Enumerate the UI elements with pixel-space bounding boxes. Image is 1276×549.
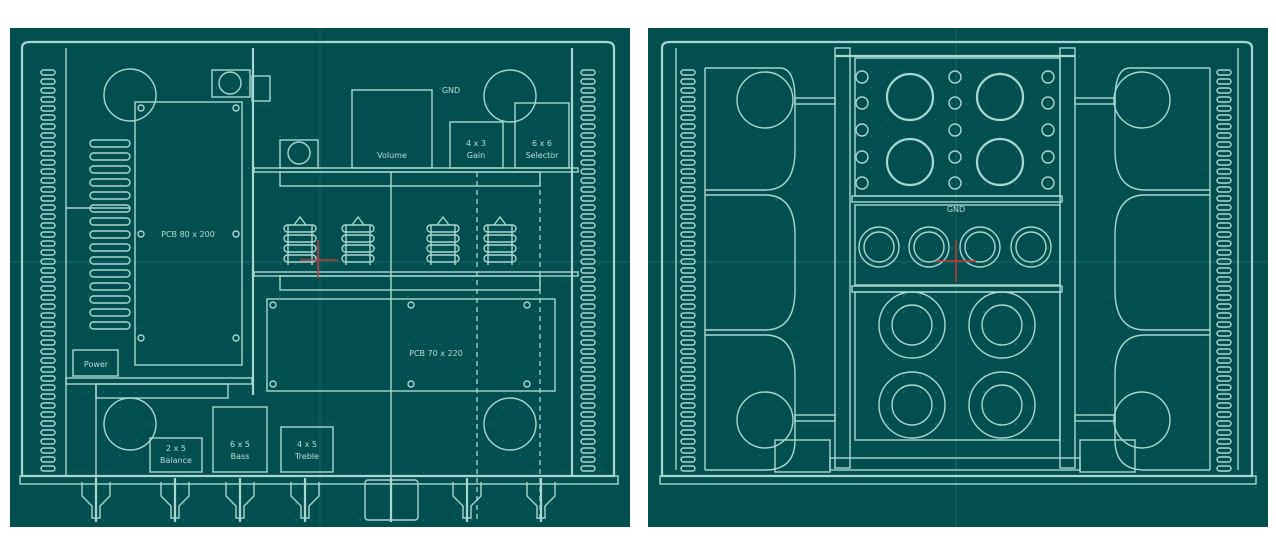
mounting-hole: [855, 176, 869, 190]
treble-label: Treble: [294, 452, 319, 461]
mounting-hole: [948, 176, 962, 190]
selector-label: Selector: [526, 151, 560, 160]
mounting-hole: [948, 150, 962, 164]
power-label: Power: [84, 360, 109, 369]
power-tube-panel: [854, 291, 1061, 441]
transformer-bottom-right: [483, 397, 537, 451]
pcb-left-label: PCB 80 x 200: [161, 230, 215, 239]
front-knobs: [80, 476, 557, 524]
gnd-label-right: GND: [947, 205, 965, 214]
small-tube-panel: GND: [854, 204, 1061, 286]
gain-label: Gain: [467, 151, 485, 160]
pcb-right-label: PCB 70 x 220: [409, 349, 463, 358]
transformer-top-left: [103, 68, 157, 122]
pcb-70x220: [266, 298, 556, 392]
treble-pot: [280, 426, 334, 473]
balance-label: Balance: [160, 456, 192, 465]
mounting-hole: [948, 70, 962, 84]
mounting-hole: [855, 96, 869, 110]
transformer-top-right: [483, 69, 537, 123]
bass-label: Bass: [231, 452, 250, 461]
mounting-hole: [1041, 123, 1055, 137]
treble-size-label: 4 x 5: [297, 440, 317, 449]
volume-label: Volume: [377, 151, 407, 160]
left-view-top-layout: PCB 80 x 200 Volume GND 4 x 3 Gain 6 x 6…: [10, 28, 630, 527]
pcb-80x200: [134, 101, 243, 366]
right-output-transformer-frame: [1074, 67, 1211, 473]
bass-size-label: 6 x 5: [230, 440, 250, 449]
mounting-hole: [1041, 150, 1055, 164]
tube-socket-panel: [854, 57, 1061, 197]
mounting-hole: [1041, 176, 1055, 190]
gain-size-label: 4 x 3: [466, 139, 486, 148]
mounting-hole: [1041, 96, 1055, 110]
mounting-hole: [948, 123, 962, 137]
right-view-bottom-layout: GND: [648, 28, 1268, 527]
iec-inlet: [211, 69, 251, 98]
power-switch: [72, 349, 119, 377]
selector-size-label: 6 x 6: [532, 139, 552, 148]
chassis-outline: [20, 40, 616, 478]
mounting-hole: [1041, 70, 1055, 84]
crosshair-icon: [300, 240, 338, 278]
chassis-outline-bottom: [660, 40, 1254, 478]
crosshair-icon: [936, 240, 976, 282]
left-output-transformer-frame: [704, 67, 836, 473]
balance-pot: [149, 437, 203, 473]
transformer-bottom-left: [103, 397, 157, 451]
mounting-hole: [948, 96, 962, 110]
mounting-hole: [855, 123, 869, 137]
mounting-hole: [855, 150, 869, 164]
balance-size-label: 2 x 5: [166, 444, 186, 453]
bass-pot: [212, 406, 268, 473]
gnd-label: GND: [442, 86, 460, 95]
mounting-hole: [855, 70, 869, 84]
